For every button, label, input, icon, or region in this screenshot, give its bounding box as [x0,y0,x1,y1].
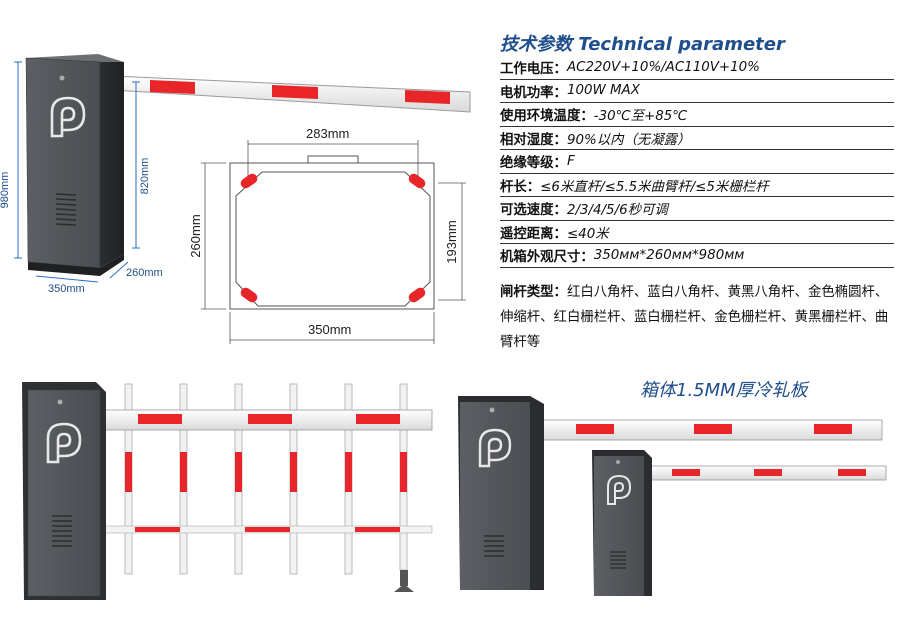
spec-row-dimensions: 机箱外观尺寸：350мм*260мм*980мм [500,244,894,268]
vent-grille [610,551,626,569]
boom-red-stripe [694,424,732,434]
spec-row-temperature: 使用环境温度：-30℃至+85℃ [500,103,894,127]
boom-types: 闸杆类型：红白八角杆、蓝白八角杆、黄黑八角杆、金色椭圆杆、伸缩杆、红白栅栏杆、蓝… [500,280,894,355]
dim-bottom-width: 350mm [308,322,351,337]
spec-row-remote: 遥控距离：≤40米 [500,221,894,244]
spec-row-speed: 可选速度：2/3/4/5/6秒可调 [500,197,894,221]
cabinet-top-left [25,54,471,276]
spec-label: 绝缘等级： [500,156,567,172]
spec-value: 350мм*260мм*980мм [593,247,745,263]
vent-grille [55,193,77,226]
spec-label: 可选速度： [500,203,567,219]
dim-height-body: 820mm [139,158,151,195]
spec-value: ≤40米 [566,226,609,242]
spec-value: -30℃至+85℃ [593,109,688,125]
spec-label: 电机功率： [500,85,567,101]
spec-table: 工作电压：AC220V+10%/AC110V+10% 电机功率：100W MAX… [500,56,894,268]
spec-value: F [566,153,575,169]
spec-title: 技术参数 Technical parameter [500,34,785,55]
dim-top-width: 283mm [306,126,349,141]
dim-depth: 260mm [126,267,163,279]
cabinet-fence-boom [22,382,433,600]
boom-red-stripe [672,469,700,476]
cabinet-small-right [592,450,887,596]
mounting-slot [240,173,258,189]
lock-icon [616,460,620,464]
spec-row-humidity: 相对湿度：90%以内（无凝露） [500,127,894,150]
mounting-slot [408,287,426,303]
spec-label: 相对湿度： [500,132,567,148]
spec-label: 使用环境温度： [500,109,594,125]
plate-caption: 箱体1.5MM厚冷轧板 [640,380,808,401]
dim-right-height: 193mm [444,220,459,263]
cabinet-dimension-lines [14,61,140,283]
spec-value: 90%以内（无凝露） [566,132,691,148]
boom-red-stripe [754,469,782,476]
spec-label: 杆长： [500,179,541,195]
spec-value: AC220V+10%/AC110V+10% [566,59,760,75]
lock-icon [59,75,65,81]
spec-row-voltage: 工作电压：AC220V+10%/AC110V+10% [500,56,894,80]
boom-red-stripe [814,424,852,434]
lock-icon [489,407,495,413]
mounting-slot [240,287,258,303]
boom-red-stripe [272,85,318,99]
logo-icon [607,474,632,505]
dim-width: 350mm [48,283,85,295]
dim-height-total: 980mm [0,172,11,209]
base-plate-drawing [201,140,466,344]
spec-label: 工作电压： [500,62,567,78]
cabinet-large-right [458,396,883,590]
spec-row-power: 电机功率：100W MAX [500,80,894,103]
boom-red-stripe [576,424,614,434]
boom-red-stripe [150,80,195,94]
lock-icon [57,399,63,405]
spec-row-insulation: 绝缘等级：F [500,150,894,174]
boom-red-stripe [405,90,450,104]
vent-grille [52,515,72,547]
logo-icon [478,428,512,468]
spec-label: 机箱外观尺寸： [500,250,594,266]
boom-types-value: 红白八角杆、蓝白八角杆、黄黑八角杆、金色椭圆杆、伸缩杆、红白栅栏杆、蓝白栅栏杆、… [500,285,889,350]
spec-value: ≤6米直杆/≤5.5米曲臂杆/≤5米栅栏杆 [540,179,769,195]
spec-label: 遥控距离： [500,226,567,242]
logo-icon [50,96,86,138]
spec-value: 100W MAX [566,83,640,99]
boom-red-stripe [356,414,400,424]
dim-left-height: 260mm [188,214,203,257]
mounting-slot [408,173,426,189]
support-foot [400,570,408,586]
boom-red-stripe [838,469,866,476]
spec-row-boom-length: 杆长：≤6米直杆/≤5.5米曲臂杆/≤5米栅栏杆 [500,174,894,197]
spec-value: 2/3/4/5/6秒可调 [566,203,668,219]
vent-grille [484,535,504,557]
logo-icon [46,422,82,464]
boom-types-label: 闸杆类型： [500,285,567,300]
boom-red-stripe [138,414,182,424]
boom-red-stripe [248,414,292,424]
